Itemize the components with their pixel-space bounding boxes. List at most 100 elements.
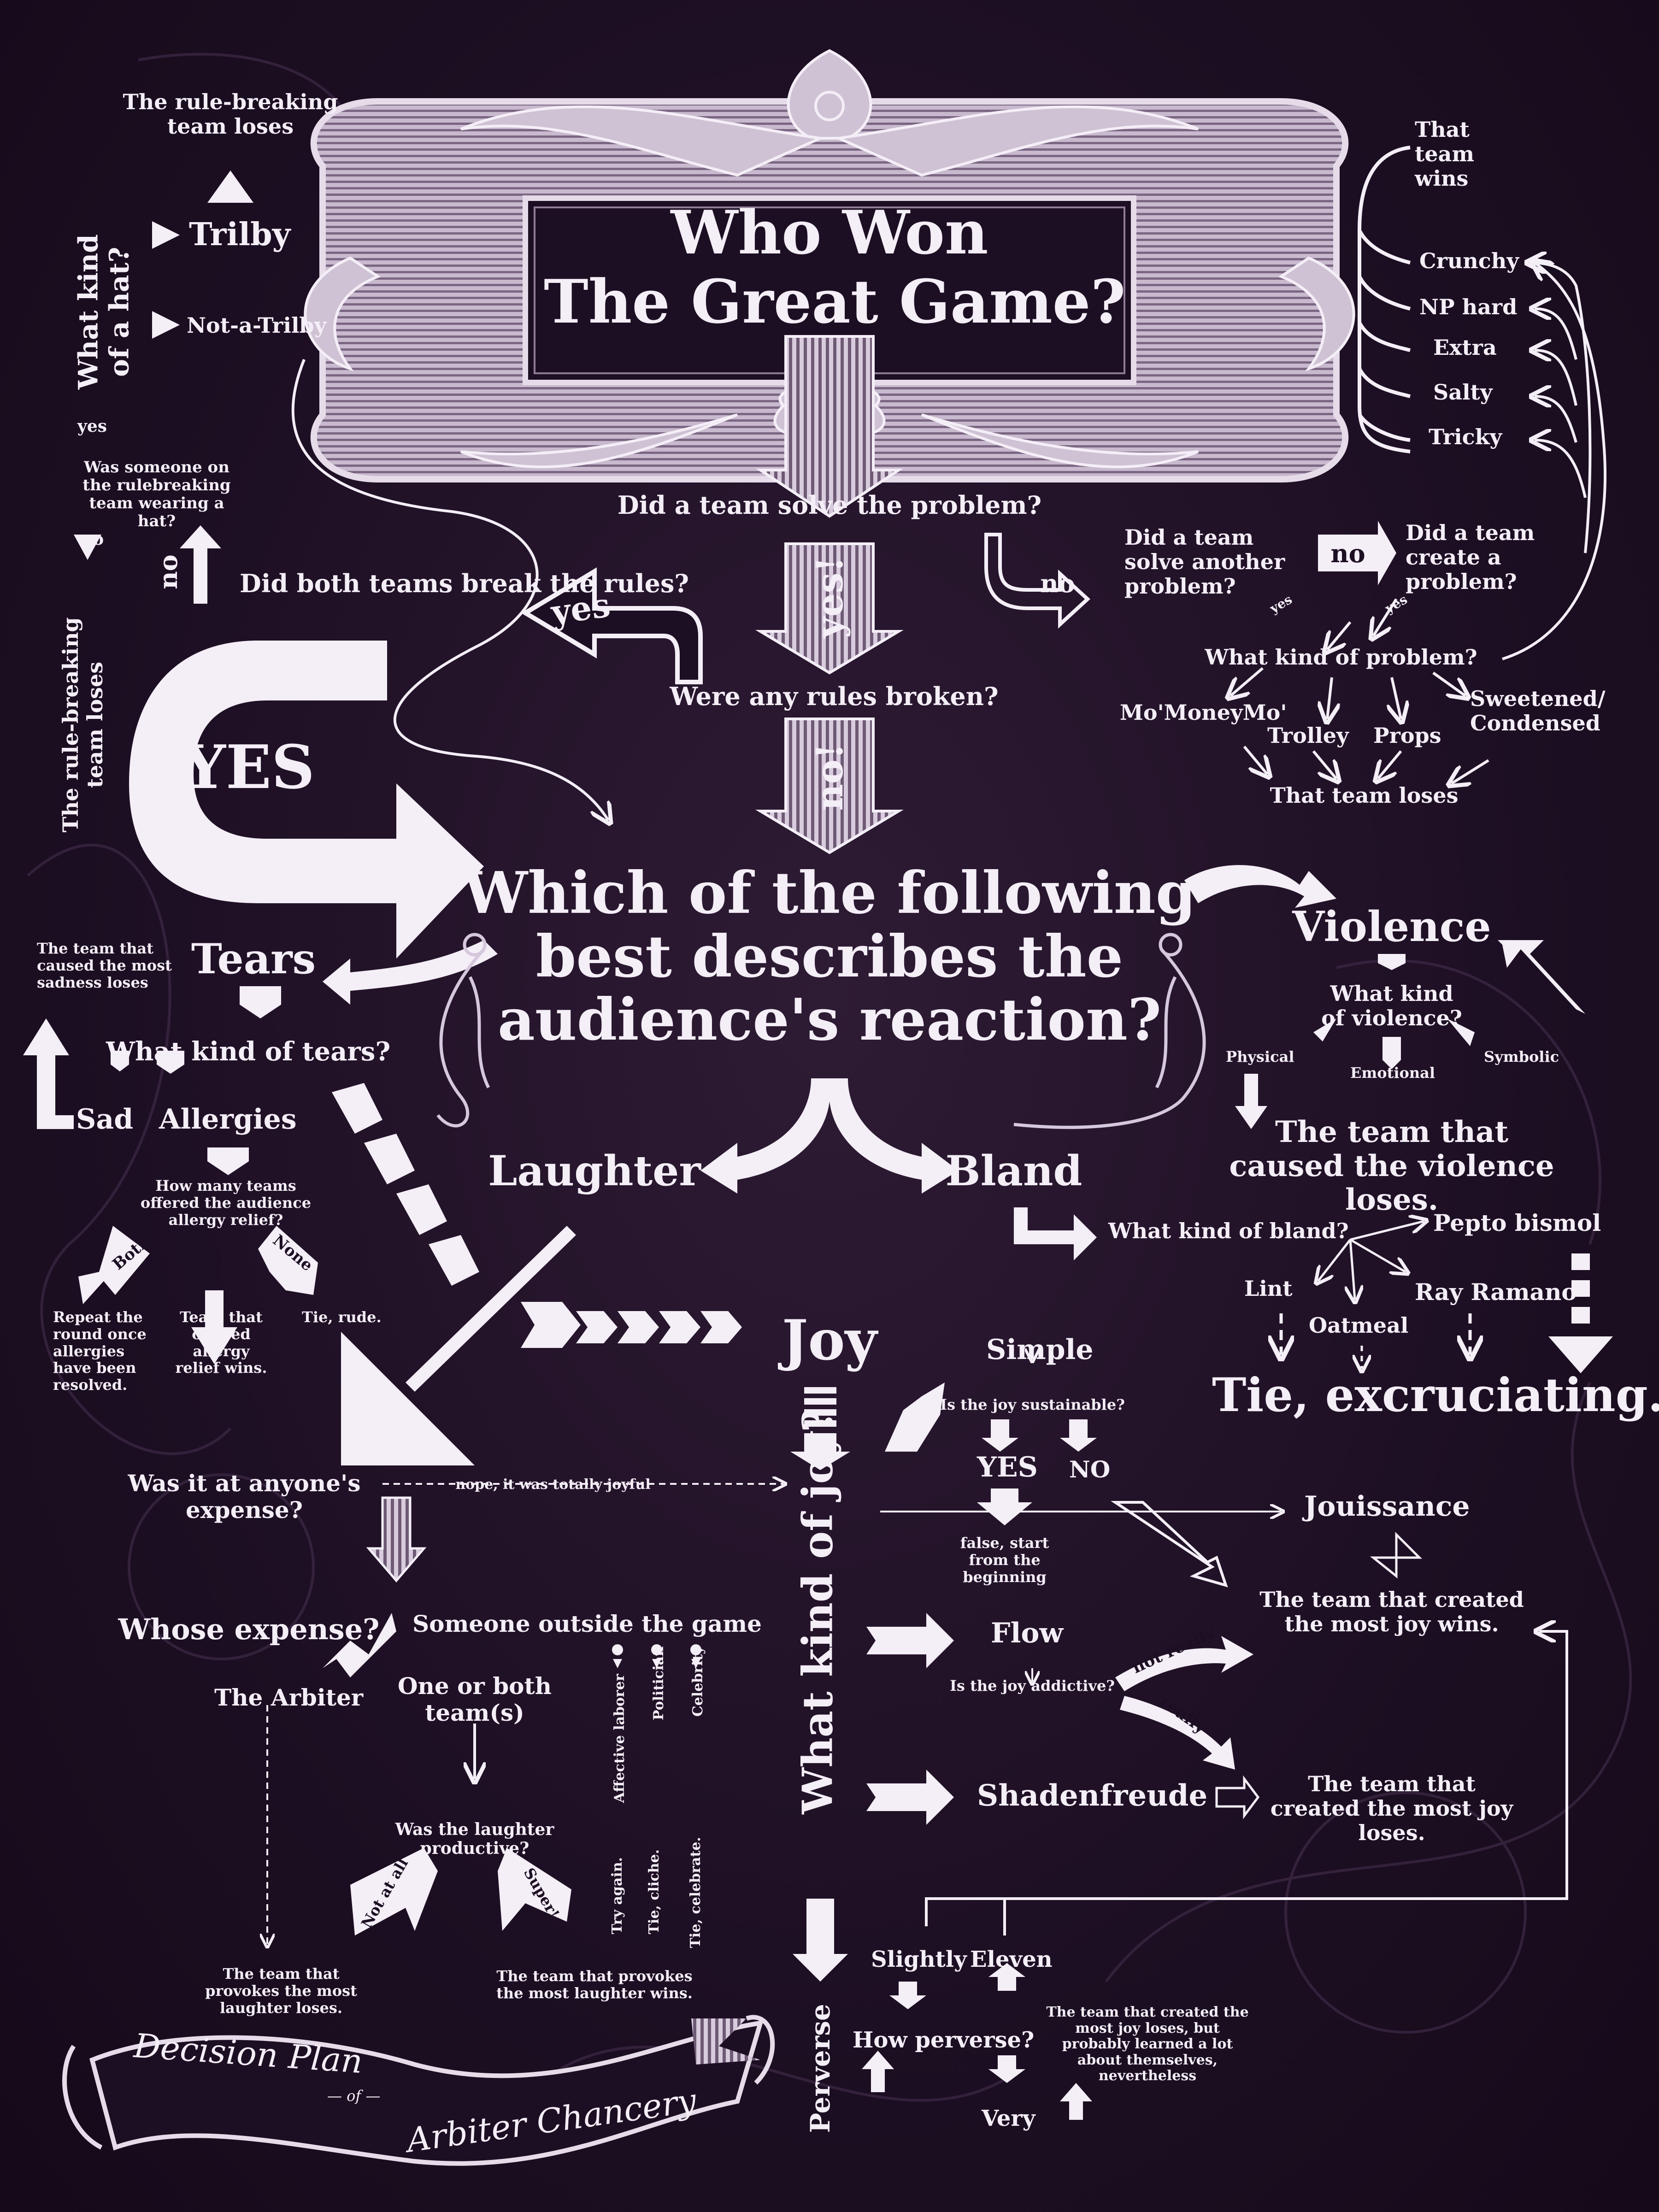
joy-slightly: Slightly <box>871 1947 967 1972</box>
tears-arrows <box>23 940 498 1364</box>
hat-no: no <box>80 529 104 549</box>
celebrity-politician: Politician <box>650 1646 667 1720</box>
question-another-problem: Did a team solve another problem? <box>1124 525 1285 599</box>
laughter-diagonal-arrow <box>341 1226 576 1465</box>
title-line-1: Who Won <box>671 197 988 268</box>
win-bracket <box>1358 146 1411 453</box>
relief-none-result: Tie, rude. <box>302 1308 382 1326</box>
laughter-nope: nope, it was totally joyful <box>455 1477 651 1493</box>
banner-line-2: — of — <box>327 2087 381 2105</box>
title-line-2: The Great Game? <box>544 266 1126 337</box>
question-rules-broken: Were any rules broken? <box>670 682 999 711</box>
joy-simple: Simple <box>986 1334 1094 1366</box>
joy-loses: The team that created the most joy loses… <box>1270 1771 1513 1845</box>
celebrity-laborer: Affective laborer <box>611 1674 628 1803</box>
joy-arrows <box>790 1382 1097 2120</box>
decision-banner-scroll <box>62 2015 775 2166</box>
background-flourishes <box>27 53 1632 2102</box>
reaction-fork <box>700 1078 959 1194</box>
question-both-broke: Did both teams break the rules? <box>240 569 689 598</box>
win-kind-extra: Extra <box>1433 335 1497 360</box>
relief-both-result: Repeat the round once allergies have bee… <box>53 1308 147 1394</box>
hat-curve-line <box>291 359 608 820</box>
flow-arrows <box>1115 1636 1253 1770</box>
problem-no-box <box>1318 521 1396 585</box>
bland-ray-ramano: Ray Ramano <box>1415 1278 1577 1306</box>
tears-sadness-loses: The team that caused the most sadness lo… <box>37 940 172 991</box>
relief-arrow-both <box>78 1226 150 1304</box>
reaction-question: Which of the following best describes th… <box>463 859 1196 1053</box>
joy-kind-question: What kind of joy? <box>793 1408 842 1814</box>
question-problem-kind: What kind of problem? <box>1205 645 1477 670</box>
hat-loses-side: The rule-breaking team loses <box>58 617 107 833</box>
hat-trilby: Trilby <box>189 216 291 253</box>
hat-kind-question: What kind of a hat? <box>72 234 135 390</box>
tears-allergies: Allergies <box>159 1103 297 1135</box>
joy-jouissance: Jouissance <box>1304 1490 1470 1523</box>
laughter-outside: Someone outside the game <box>412 1610 762 1637</box>
title-frame-ornament <box>304 49 1355 482</box>
problem-team-wins: That team wins <box>1415 117 1474 191</box>
violence-emotional: Emotional <box>1350 1064 1435 1082</box>
reaction-laughter: Laughter <box>488 1147 701 1195</box>
tears-sad: Sad <box>76 1103 134 1135</box>
win-kind-salty: Salty <box>1433 380 1493 405</box>
celebrity-pins <box>612 1644 701 1668</box>
reaction-violence: Violence <box>1292 902 1491 951</box>
celebrity-laborer-result: Try again. <box>609 1857 625 1935</box>
violence-symbolic: Symbolic <box>1484 1048 1559 1065</box>
hat-not-trilby: Not-a-Trilby <box>187 313 327 338</box>
celebrity-politician-result: Tie, cliche. <box>646 1849 662 1935</box>
no-label-right: no <box>1040 569 1075 598</box>
big-yes-arrow <box>129 641 484 959</box>
no-label-center: no! <box>808 743 851 811</box>
problem-kind-props: Props <box>1373 723 1441 748</box>
violence-physical: Physical <box>1226 1048 1294 1065</box>
laughter-loses: The team that provokes the most laughter… <box>205 1965 357 2017</box>
joy-addictive-question: Is the joy addictive? <box>949 1677 1115 1694</box>
laughter-productive-question: Was the laughter productive? <box>395 1820 554 1859</box>
bland-result: Tie, excruciating. <box>1212 1368 1659 1422</box>
no-label-hat: no <box>153 554 183 589</box>
question-solve: Did a team solve the problem? <box>617 490 1042 520</box>
yes-big-label: YES <box>183 732 315 802</box>
joy-sustain-yes: YES <box>977 1451 1038 1483</box>
violence-kind-question: What kind of violence? <box>1321 981 1462 1030</box>
reaction-flourishes <box>436 933 1206 1129</box>
yes-label-center: yes! <box>808 556 851 638</box>
no-arrow-right <box>984 533 1090 629</box>
tears-kind-question: What kind of tears? <box>106 1036 391 1067</box>
problem-kind-sweetened: Sweetened/ Condensed <box>1470 686 1606 735</box>
question-create-problem: Did a team create a problem? <box>1406 520 1535 594</box>
not-at-all-arrow <box>350 1848 438 1936</box>
violence-arrows <box>1184 865 1585 1129</box>
joy-very: Very <box>982 2106 1035 2131</box>
celebrity-celebrity-result: Tie, celebrate. <box>687 1837 704 1948</box>
yes-arrow-left <box>521 567 703 684</box>
problem-team-loses: That team loses <box>1270 783 1459 808</box>
bland-lint: Lint <box>1244 1276 1293 1301</box>
relief-arrow-none <box>258 1226 318 1295</box>
joy-perverse: Perverse <box>804 2004 836 2133</box>
reaction-joy: Joy <box>782 1308 877 1373</box>
joy-how-perverse: How perverse? <box>853 2027 1035 2053</box>
tears-relief-question: How many teams offered the audience alle… <box>140 1177 312 1229</box>
laughter-wins: The team that provokes the most laughter… <box>496 1967 693 2002</box>
relief-one-result: Team that offered allergy relief wins. <box>175 1308 267 1377</box>
super-arrow <box>498 1848 571 1931</box>
joy-eleven: Eleven <box>970 1947 1053 1972</box>
win-kind-np-hard: NP hard <box>1419 294 1518 319</box>
joy-shadenfreude: Shadenfreude <box>977 1778 1208 1813</box>
to-joy-chevrons <box>521 1302 742 1348</box>
violence-result: The team that caused the violence loses. <box>1229 1115 1554 1218</box>
hat-loses-top: The rule-breaking team loses <box>123 89 338 139</box>
joy-lines <box>880 1346 1568 1936</box>
laughter-arrows <box>267 1484 783 1945</box>
celebrity-celebrity: Celebrity <box>689 1646 706 1717</box>
win-kind-tricky: Tricky <box>1429 424 1502 449</box>
central-arrows <box>755 335 904 854</box>
hat-arrows <box>74 171 253 604</box>
laughter-whose-question: Whose expense? <box>118 1612 380 1646</box>
relief-one: One <box>207 1245 226 1280</box>
